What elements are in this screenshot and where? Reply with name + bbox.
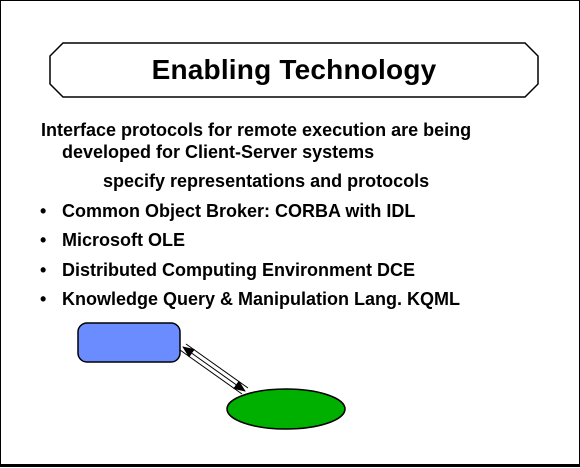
title-frame: Enabling Technology <box>49 42 539 98</box>
subline: specify representations and protocols <box>103 171 430 191</box>
server-ellipse <box>226 388 346 430</box>
client-box <box>77 322 181 363</box>
bullet-item-corba: Common Object Broker: CORBA with IDL <box>62 201 416 221</box>
bullet-marker: • <box>40 260 47 280</box>
bullet-marker: • <box>40 201 47 221</box>
connector-arrow <box>179 343 249 395</box>
intro-line-2: developed for Client-Server systems <box>62 142 375 162</box>
slide-title: Enabling Technology <box>151 54 437 85</box>
bullet-marker: • <box>40 230 47 250</box>
bullet-item-kqml: Knowledge Query & Manipulation Lang. KQM… <box>62 289 461 309</box>
bullet-item-ole: Microsoft OLE <box>62 230 186 250</box>
bullet-item-dce: Distributed Computing Environment DCE <box>62 260 415 280</box>
intro-line-1: Interface protocols for remote execution… <box>41 120 472 140</box>
bullet-marker: • <box>40 289 47 309</box>
title-octagon-border <box>49 42 539 98</box>
